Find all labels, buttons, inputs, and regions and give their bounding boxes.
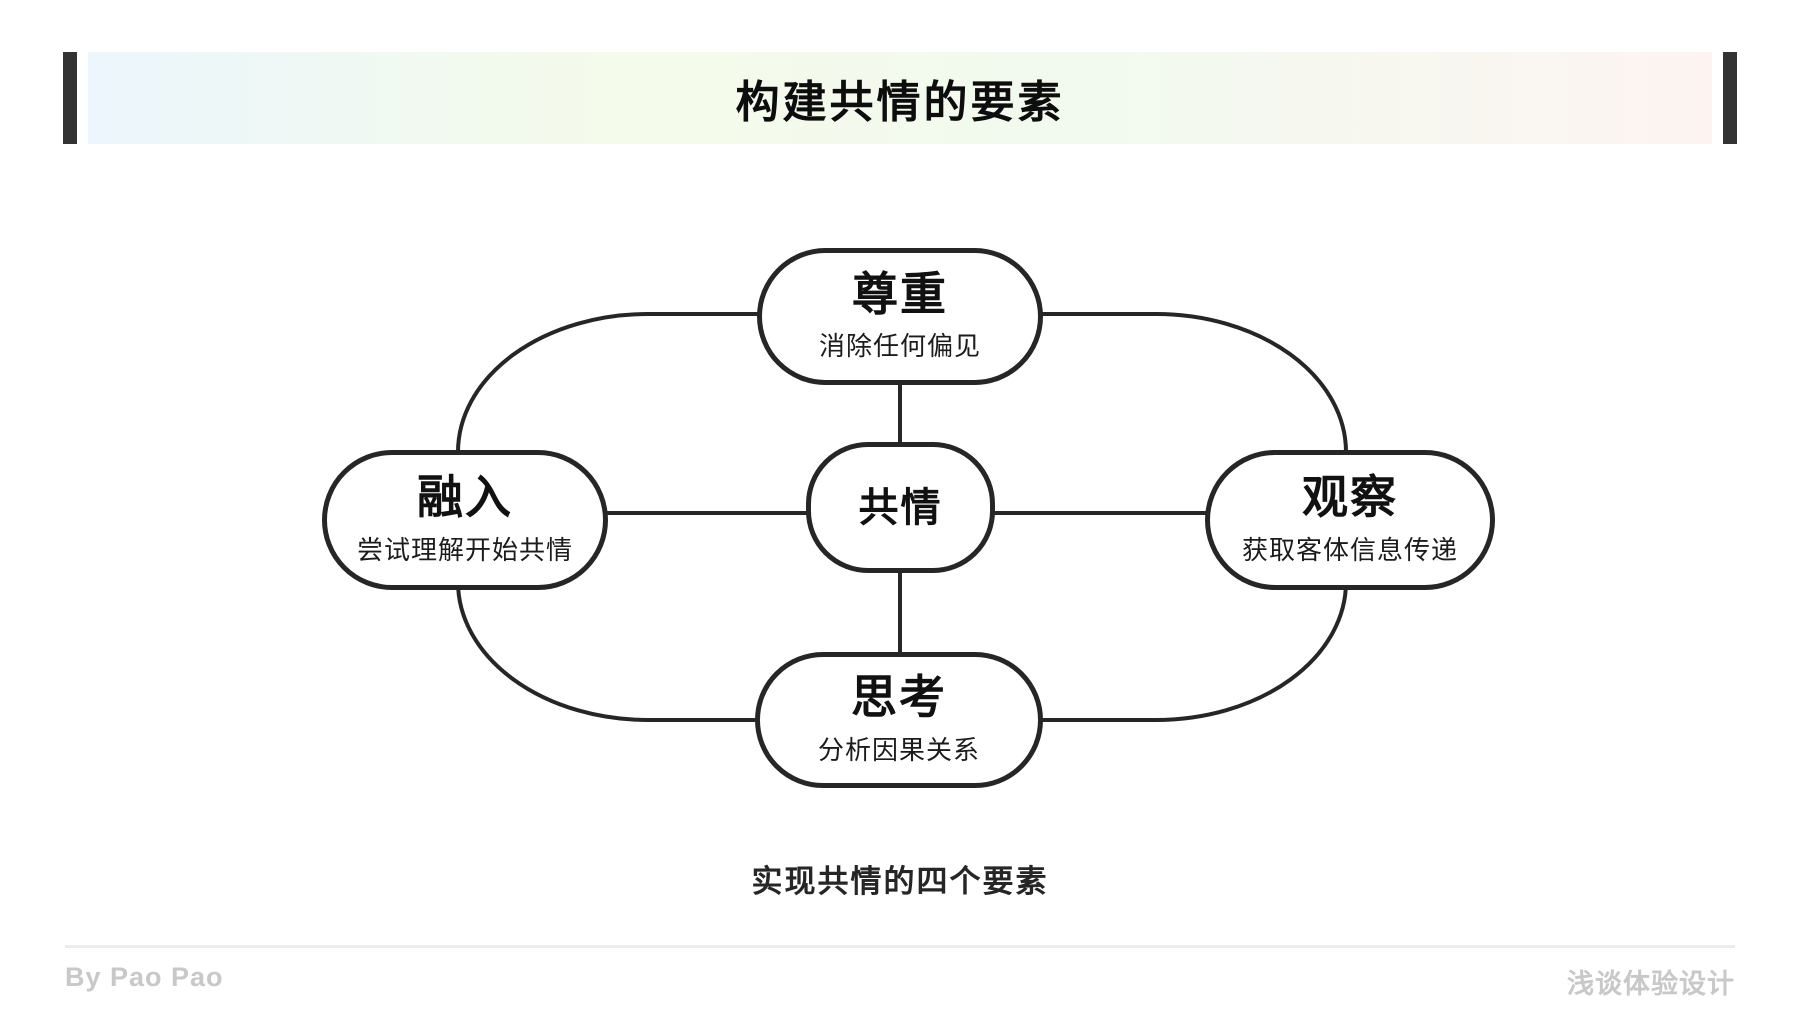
node-empathy-center: 共情 xyxy=(806,442,995,573)
footer-author: By Pao Pao xyxy=(65,962,224,992)
node-title: 观察 xyxy=(1302,471,1398,524)
node-title: 尊重 xyxy=(852,267,948,320)
node-integrate: 融入 尝试理解开始共情 xyxy=(322,450,608,590)
node-subtitle: 分析因果关系 xyxy=(817,734,980,765)
header-left-bar xyxy=(63,52,77,144)
node-subtitle: 尝试理解开始共情 xyxy=(356,534,573,565)
diagram-caption: 实现共情的四个要素 xyxy=(751,864,1049,899)
node-observe: 观察 获取客体信息传递 xyxy=(1205,450,1495,590)
node-respect: 尊重 消除任何偏见 xyxy=(757,248,1043,385)
header-right-bar xyxy=(1723,52,1737,144)
node-title: 共情 xyxy=(858,485,943,530)
node-title: 融入 xyxy=(417,471,513,524)
page-title: 构建共情的要素 xyxy=(735,78,1065,127)
node-subtitle: 消除任何偏见 xyxy=(818,331,981,362)
node-title: 思考 xyxy=(851,671,947,724)
footer: By Pao Pao 浅谈体验设计 xyxy=(65,945,1735,1001)
header-gradient-band: 构建共情的要素 xyxy=(88,52,1712,144)
node-think: 思考 分析因果关系 xyxy=(755,652,1043,788)
node-subtitle: 获取客体信息传递 xyxy=(1241,534,1458,565)
footer-brand: 浅谈体验设计 xyxy=(1567,969,1735,999)
